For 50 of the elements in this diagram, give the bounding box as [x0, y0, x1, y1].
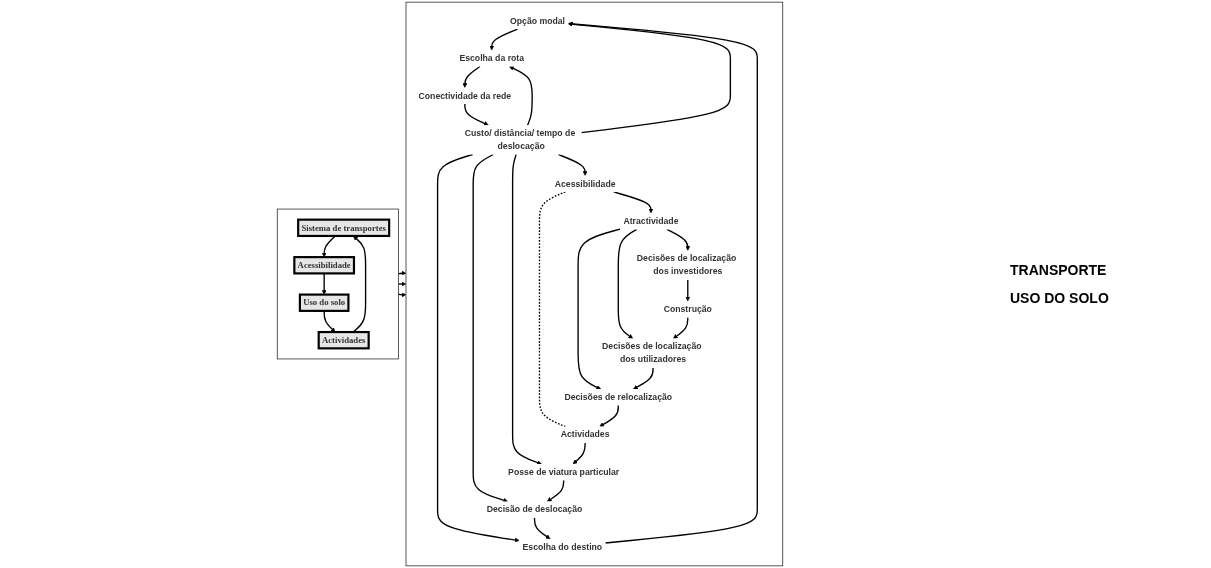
arrow: [397, 270, 407, 276]
node-text: Escolha da rota: [459, 53, 525, 63]
node-text: Opção modal: [509, 16, 566, 26]
arrow: [462, 65, 481, 88]
arrow: [666, 228, 691, 251]
divider-label: USO DO SOLO: [1010, 290, 1109, 306]
node-text: Atractividade: [623, 216, 679, 226]
node-text: Decisões de localização dos utilizadores: [602, 341, 702, 365]
arrow: [436, 153, 520, 543]
connector: [538, 191, 566, 428]
node-text: Actividades: [560, 429, 610, 440]
node-box: Actividades: [317, 330, 370, 350]
arrow: [673, 316, 689, 339]
arrow: [509, 66, 533, 126]
node-text: Conectividade da rede: [418, 90, 512, 101]
arrow: [323, 310, 336, 333]
arrow: [617, 228, 638, 339]
arrow: [557, 153, 588, 176]
arrow: [511, 153, 542, 465]
cluster: [276, 208, 399, 360]
arrow: [352, 235, 367, 333]
arrow: [533, 517, 551, 540]
arrow: [568, 21, 758, 544]
arrow: [397, 292, 407, 298]
arrow: [577, 228, 621, 390]
node-box: Acessibilidade: [293, 256, 356, 275]
node-text: Decisões de localização dos investidores: [636, 253, 737, 277]
arrow: [599, 404, 619, 427]
arrow: [464, 103, 489, 126]
node-box: Uso do solo: [298, 293, 350, 312]
node-text: Escolha do destino: [522, 542, 603, 552]
arrow: [321, 235, 336, 258]
node-text: Acessibilidade: [554, 178, 616, 189]
node-text: Posse de viatura particular: [508, 467, 620, 477]
cluster: [405, 1, 784, 567]
arrow: [546, 479, 565, 502]
arrow: [613, 191, 654, 214]
arrow: [489, 28, 519, 51]
node-text: Decisão de deslocação: [486, 504, 583, 514]
node-text: Decisões de relocalização: [564, 392, 673, 402]
node-text: Construção: [663, 304, 712, 314]
arrow: [685, 279, 691, 302]
divider-label: TRANSPORTE: [1010, 262, 1107, 278]
node-text: Custo/ distância/ tempo de deslocação: [464, 128, 576, 151]
arrow: [568, 21, 732, 134]
node-box: Sistema de transportes: [297, 218, 391, 238]
arrow: [572, 442, 586, 465]
arrow: [633, 367, 654, 390]
arrow: [397, 281, 407, 287]
arrow: [472, 153, 509, 503]
